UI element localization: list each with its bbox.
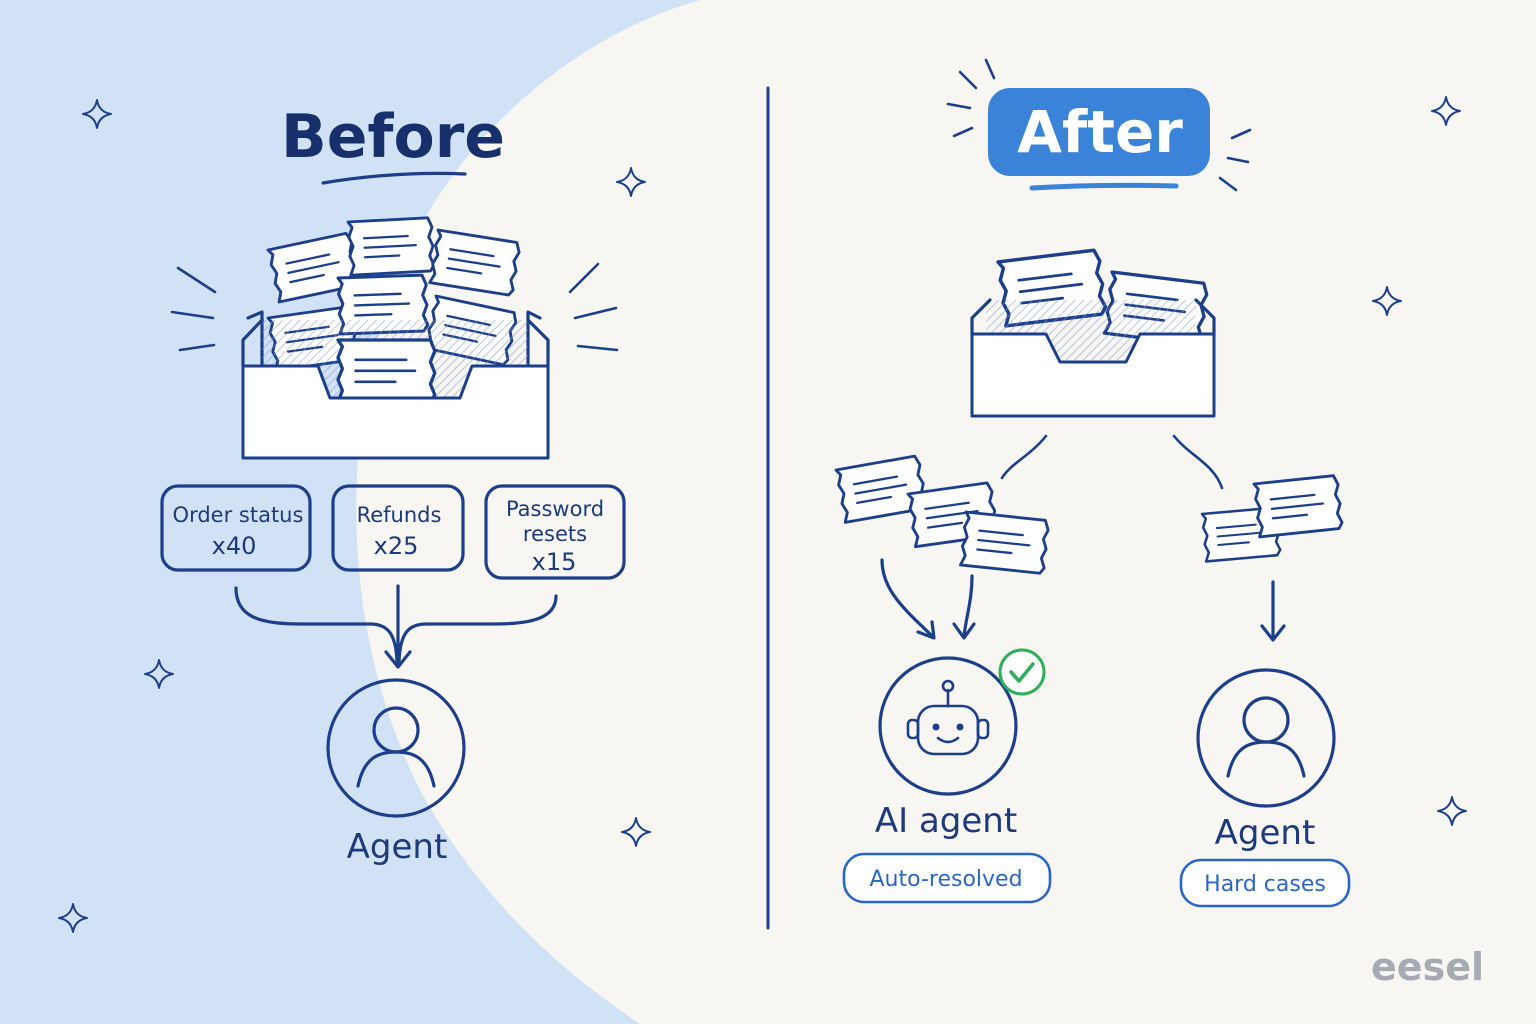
category-label: Refunds (357, 503, 442, 527)
ticket-group-simple (834, 454, 1051, 576)
hard-cases-badge-box (1179, 858, 1351, 908)
category-password-resets: Password resets x15 (484, 484, 626, 580)
background-swoosh (0, 0, 700, 1024)
ai-agent-label: AI agent (875, 801, 1017, 841)
split-line-left (1000, 434, 1048, 480)
ai-agent-avatar (878, 656, 1018, 796)
category-order-status: Order status x40 (160, 484, 312, 572)
category-label: Order status (173, 503, 304, 527)
auto-resolved-badge-box (842, 852, 1052, 904)
auto-resolved-badge: Auto-resolved (869, 867, 1022, 892)
overflowing-inbox-icon (170, 216, 619, 460)
category-count: x40 (212, 532, 257, 560)
before-title-underline (321, 171, 467, 185)
check-icon (998, 648, 1046, 696)
after-agent-label: Agent (1215, 813, 1316, 853)
after-title-badge (946, 58, 1252, 192)
before-title: Before (281, 102, 505, 172)
split-line-right (1172, 434, 1224, 490)
after-title: After (1017, 98, 1183, 166)
category-count: x25 (374, 532, 419, 560)
category-label: Password (506, 497, 604, 521)
human-agent-avatar (326, 678, 466, 818)
hard-cases-badge: Hard cases (1204, 872, 1326, 897)
inbox-icon (970, 247, 1216, 418)
category-label: resets (523, 522, 587, 546)
before-agent-label: Agent (347, 827, 448, 867)
human-agent-avatar-after (1196, 668, 1336, 808)
arrows-to-ai (880, 558, 976, 640)
category-count: x15 (532, 548, 577, 576)
merge-arrows (234, 584, 558, 669)
category-refunds: Refunds x25 (331, 484, 465, 572)
eesel-logo: eesel (1371, 945, 1484, 989)
arrow-to-human (1260, 580, 1286, 642)
robot-icon (906, 679, 990, 756)
